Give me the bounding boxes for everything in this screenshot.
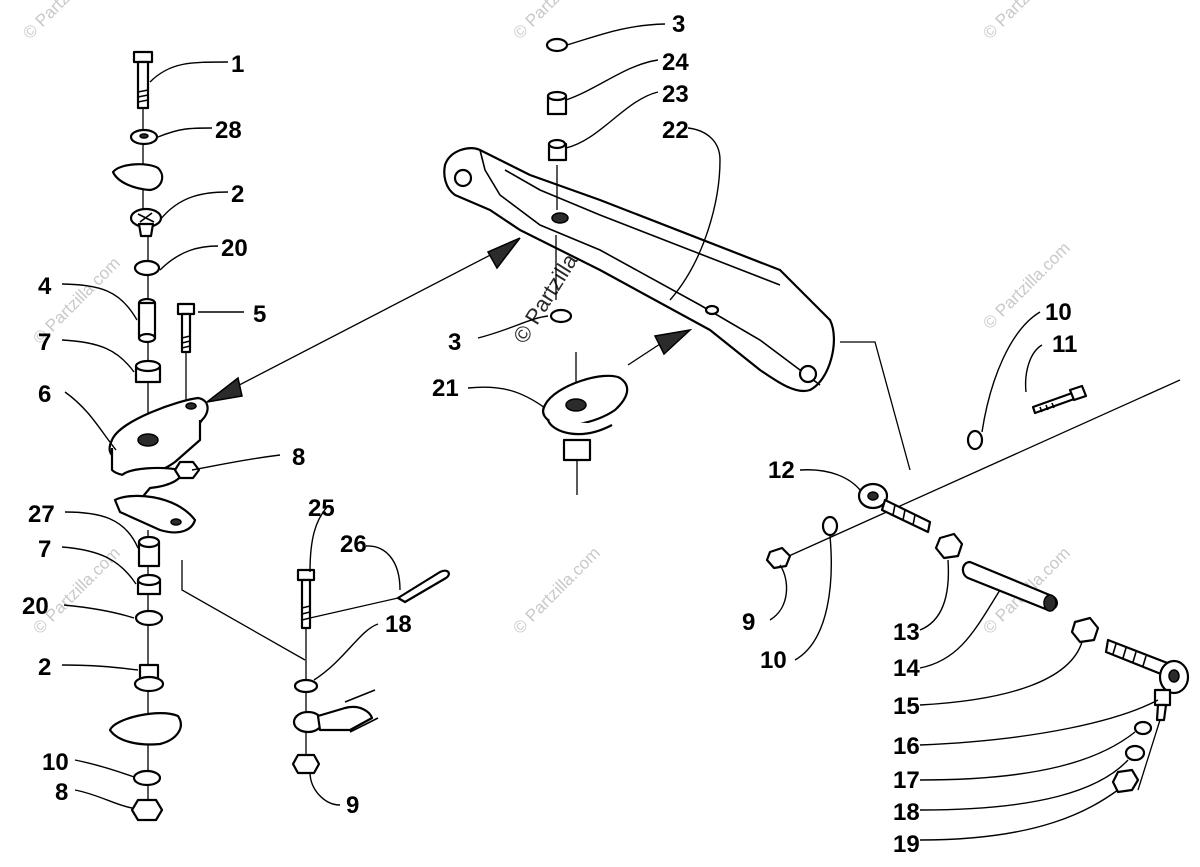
callout-label: 17 — [893, 767, 920, 794]
washer-part-3-bottom — [549, 308, 573, 324]
callout-label: 20 — [221, 235, 248, 262]
washer-part-10-right-upper — [966, 429, 984, 451]
arm-hardware-stack — [545, 37, 573, 324]
bushing-part-2-lower — [133, 663, 165, 693]
nut-part-8-lower — [130, 798, 164, 822]
assembly-link-line — [840, 341, 911, 471]
watermark: © Partzilla.com — [19, 0, 113, 43]
callout-label: 1 — [231, 51, 244, 78]
steering-arm-part-22 — [443, 147, 835, 393]
bushing-part-2-upper — [129, 207, 163, 238]
assembly-arrows — [206, 237, 693, 403]
callout-label: 3 — [448, 329, 461, 356]
callout-label: 22 — [662, 117, 689, 144]
bolt-part-25 — [296, 568, 316, 760]
callout-label: 10 — [760, 647, 787, 674]
right-tie-rod-assembly — [765, 341, 1190, 794]
spacer-part-27 — [137, 535, 161, 568]
nut-part-9-right — [765, 546, 792, 570]
axis-line — [309, 597, 399, 619]
callout-label: 13 — [893, 619, 920, 646]
callout-label: 9 — [346, 792, 359, 819]
callout-label: 14 — [893, 655, 920, 682]
callout-label: 27 — [28, 501, 55, 528]
callout-label: 21 — [432, 375, 459, 402]
assembly-link-line — [181, 560, 306, 661]
callout-label: 10 — [1045, 299, 1072, 326]
callout-label: 8 — [55, 779, 68, 806]
callout-label: 26 — [340, 531, 367, 558]
leader-lines — [61, 23, 1159, 841]
plate-lower — [108, 712, 182, 746]
tie-rod-end-part-16 — [1104, 638, 1190, 791]
washer-part-3-top — [545, 37, 569, 53]
callout-label: 3 — [672, 11, 685, 38]
washer-part-17 — [1133, 720, 1153, 736]
callout-labels: 1 28 2 20 4 5 7 6 8 27 7 20 2 10 8 25 26… — [22, 11, 1077, 858]
callout-label: 16 — [893, 733, 920, 760]
callout-label: 9 — [742, 609, 755, 636]
callout-label: 18 — [893, 799, 920, 826]
left-pivot-stack — [108, 50, 209, 822]
sleeve-part-4 — [137, 297, 157, 344]
nut-part-19 — [1111, 768, 1140, 794]
callout-label: 12 — [768, 457, 795, 484]
bushing-part-7-lower — [136, 573, 162, 596]
tie-rod-end-part-12 — [857, 482, 932, 534]
watermark: © Partzilla.com — [509, 0, 603, 43]
axis-line — [779, 379, 1181, 561]
nut-part-9-center — [291, 753, 321, 775]
bolt-part-11 — [1031, 384, 1088, 415]
callout-label: 11 — [1052, 331, 1077, 358]
callout-label: 5 — [253, 301, 266, 328]
bolt-part-1 — [132, 50, 154, 110]
callout-label: 7 — [38, 536, 51, 563]
washer-part-28 — [129, 128, 159, 146]
plate-upper — [111, 163, 164, 192]
washer-part-10-right-lower — [821, 515, 839, 537]
washer-part-20-upper — [133, 259, 161, 277]
callout-label: 6 — [38, 381, 51, 408]
callout-label: 20 — [22, 593, 49, 620]
callout-label: 10 — [42, 749, 69, 776]
callout-label: 4 — [38, 273, 52, 300]
watermark: © Partzilla.com — [979, 0, 1073, 43]
callout-label: 28 — [215, 117, 242, 144]
pivot-bracket-part-21 — [541, 352, 629, 495]
callout-label: 8 — [292, 444, 305, 471]
callout-label: 7 — [38, 329, 51, 356]
callout-label: 2 — [38, 654, 51, 681]
nut-part-15 — [1070, 616, 1100, 644]
center-tie-end-group — [291, 568, 450, 775]
nut-part-8-upper — [173, 460, 201, 480]
sleeve-part-14 — [961, 560, 1058, 612]
watermark: © Partzilla.com — [509, 543, 603, 637]
nut-part-13 — [934, 532, 964, 560]
callout-label: 23 — [662, 81, 689, 108]
bracket-part-6 — [108, 396, 209, 534]
callout-label: 18 — [385, 611, 412, 638]
callout-label: 15 — [893, 693, 920, 720]
bushing-part-24 — [546, 90, 568, 116]
washer-part-18-center — [293, 678, 319, 694]
callout-label: 24 — [662, 49, 689, 76]
washer-part-20-lower — [134, 609, 164, 627]
cotter-pin-part-26 — [396, 569, 450, 604]
bolt-part-5 — [176, 302, 196, 400]
watermark-layer: © Partzilla.com © Partzilla.com © Partzi… — [19, 0, 1073, 638]
callout-label: 19 — [893, 831, 920, 858]
bushing-part-23 — [547, 138, 568, 162]
washer-part-10-left — [132, 769, 162, 787]
bushing-part-7-upper — [134, 359, 162, 384]
callout-label: 25 — [308, 495, 335, 522]
washer-part-18-right — [1124, 744, 1146, 762]
callout-label: 2 — [231, 181, 244, 208]
tie-rod-end-center — [292, 689, 379, 734]
